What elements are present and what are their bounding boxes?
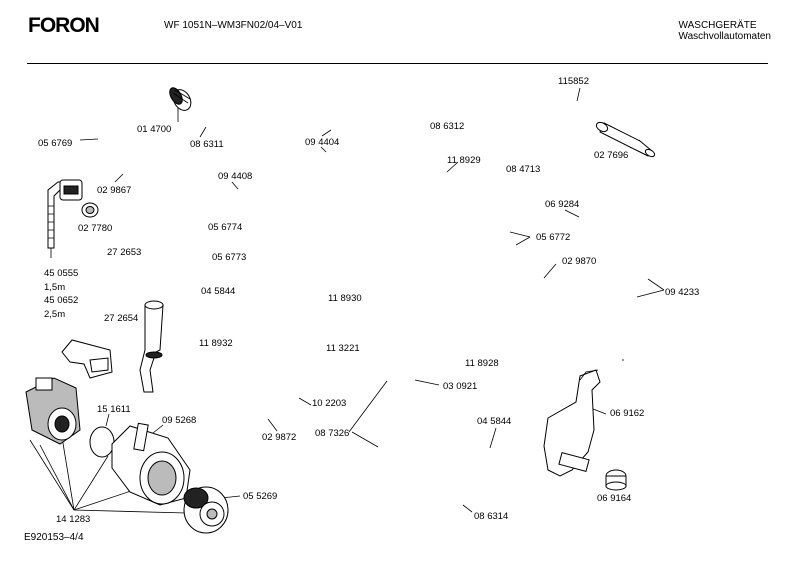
part-label: 27 2653 bbox=[107, 247, 142, 258]
part-label: 01 4700 bbox=[137, 124, 172, 135]
part-label: 06 9164 bbox=[597, 493, 632, 504]
part-label: 05 5269 bbox=[243, 491, 278, 502]
plug-part bbox=[605, 469, 627, 491]
part-label: 15 1611 bbox=[97, 404, 131, 415]
part-label: 11 8932 bbox=[199, 338, 233, 349]
part-label: 08 6314 bbox=[474, 511, 509, 522]
sleeve-part bbox=[169, 87, 192, 111]
part-label: 09 5268 bbox=[162, 415, 197, 426]
part-label: 02 7696 bbox=[594, 150, 629, 161]
brand-logo: FORON bbox=[28, 14, 100, 37]
category-line-2: Waschvollautomaten bbox=[678, 31, 771, 42]
part-label: 04 5844 bbox=[201, 286, 236, 297]
category-heading: WASCHGERÄTE Waschvollautomaten bbox=[679, 20, 771, 42]
part-label: 1,5m bbox=[44, 282, 66, 293]
cylinder-part bbox=[595, 121, 656, 158]
part-label: 45 0652 bbox=[44, 295, 79, 306]
part-label: 02 9870 bbox=[562, 256, 597, 267]
part-label: 08 7326 bbox=[315, 428, 350, 439]
part-label: 09 4404 bbox=[305, 137, 340, 148]
model-number: WF 1051N–WM3FN02/04–V01 bbox=[164, 20, 303, 31]
part-label: 08 6312 bbox=[430, 121, 465, 132]
pump-motor bbox=[25, 377, 81, 445]
part-label: 02 9867 bbox=[97, 185, 132, 196]
part-label: 10 2203 bbox=[312, 398, 347, 409]
part-label: 05 6772 bbox=[536, 232, 571, 243]
part-label: 03 0921 bbox=[443, 381, 478, 392]
bracket-part bbox=[61, 339, 113, 379]
part-label: 27 2654 bbox=[104, 313, 139, 324]
part-label: 2,5m bbox=[44, 309, 66, 320]
part-label: 11 8928 bbox=[465, 358, 499, 369]
part-label: 45 0555 bbox=[44, 268, 79, 279]
part-label: 14 1283 bbox=[56, 514, 91, 525]
part-label: 08 4713 bbox=[506, 164, 541, 175]
category-line-1: WASCHGERÄTE bbox=[678, 20, 757, 31]
part-label: 09 4233 bbox=[665, 287, 700, 298]
drain-hose bbox=[47, 179, 83, 258]
part-label: 06 9284 bbox=[545, 199, 580, 210]
part-label: 02 9872 bbox=[262, 432, 297, 443]
part-label: 11 3221 bbox=[326, 343, 360, 354]
part-label: 115852 bbox=[558, 76, 589, 87]
o-ring bbox=[89, 426, 115, 458]
filter-cap bbox=[183, 486, 229, 534]
part-label: 04 5844 bbox=[477, 416, 512, 427]
part-label: 05 6773 bbox=[212, 252, 247, 263]
pump-housing bbox=[111, 422, 191, 506]
part-label: 06 9162 bbox=[610, 408, 645, 419]
pump-hose bbox=[139, 300, 164, 393]
part-label: 09 4408 bbox=[218, 171, 253, 182]
part-label: 11 8930 bbox=[328, 293, 362, 304]
drawing-id: E920153–4/4 bbox=[24, 532, 84, 543]
part-label: 05 6774 bbox=[208, 222, 243, 233]
part-label: 11 8929 bbox=[447, 155, 481, 166]
nut-part bbox=[81, 202, 99, 218]
part-label: 02 7780 bbox=[78, 223, 113, 234]
part-label: 08 6311 bbox=[190, 139, 224, 150]
part-label: 05 6769 bbox=[38, 138, 73, 149]
frame-bracket bbox=[543, 369, 601, 477]
header-divider bbox=[27, 63, 768, 64]
